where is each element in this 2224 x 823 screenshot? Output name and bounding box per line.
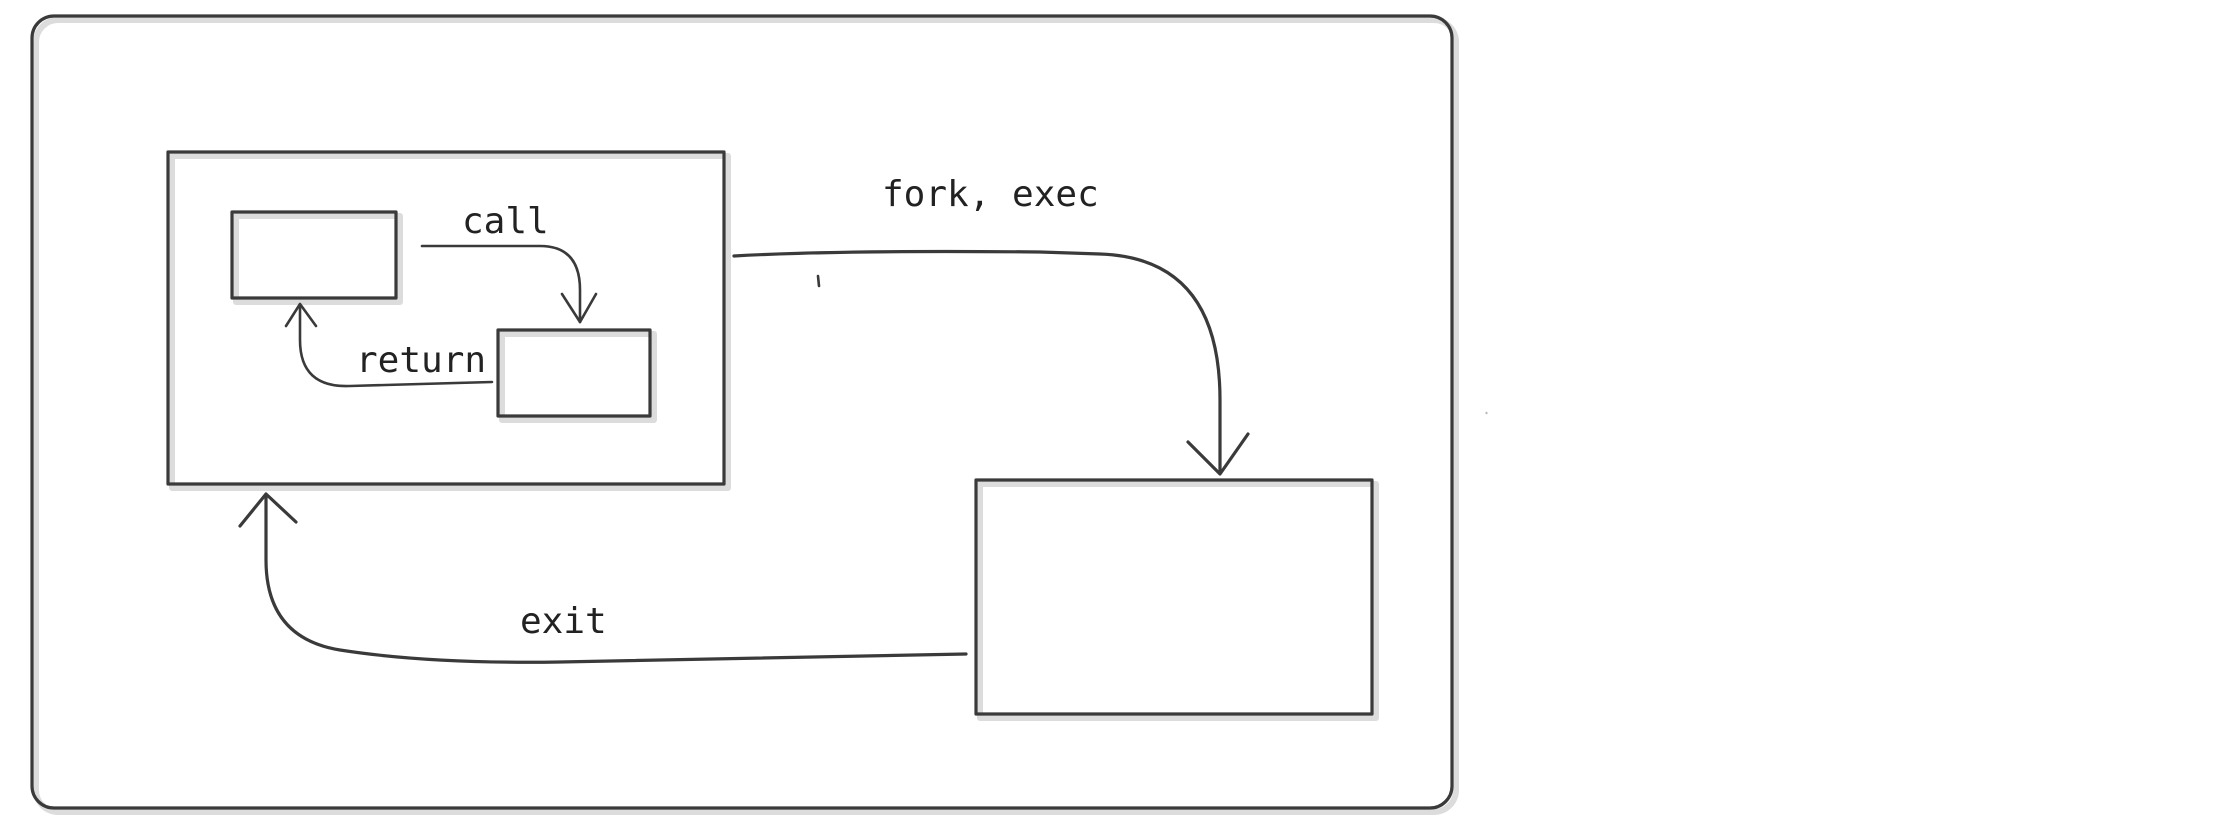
parent-process-box xyxy=(166,150,731,491)
outer-frame xyxy=(30,14,1459,815)
return-arrow xyxy=(284,302,494,388)
stray-marks xyxy=(816,274,1488,415)
fork-exec-label: fork, exec xyxy=(882,174,1099,215)
call-label: call xyxy=(462,201,549,242)
call-arrow xyxy=(420,244,598,324)
caller-box xyxy=(230,210,403,305)
callee-box xyxy=(496,328,657,423)
child-process-box xyxy=(974,478,1379,721)
fork-exec-arrow xyxy=(732,249,1250,476)
return-label: return xyxy=(356,340,486,381)
exit-label: exit xyxy=(520,601,607,642)
exit-arrow xyxy=(238,492,968,664)
